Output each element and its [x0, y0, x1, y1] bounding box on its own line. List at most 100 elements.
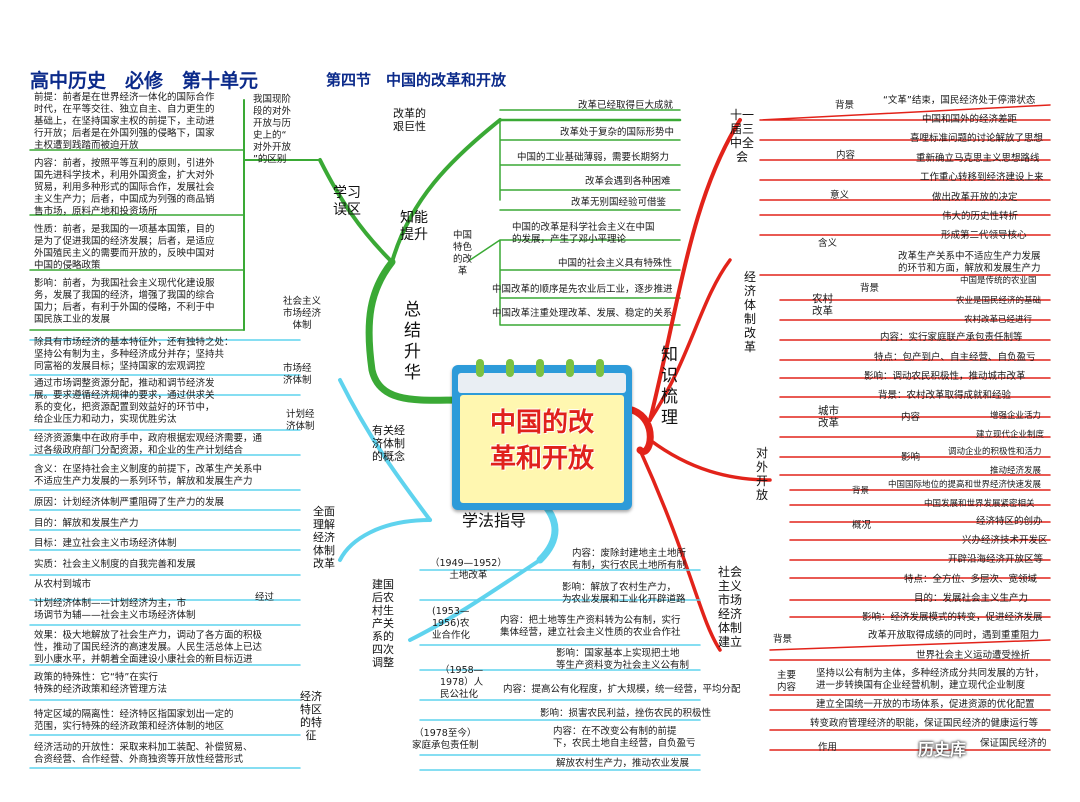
urban-effect-item: 推动经济发展: [990, 466, 1042, 476]
section-title: 第四节 中国的改革和开放: [326, 71, 507, 89]
plenum-background-item: “文革”结束，国民经济处于停滞状态: [883, 95, 1036, 106]
plenum-meaning-item: 做出改革开放的决定: [932, 192, 1018, 203]
stage-2-item: 影响：国家基本上实现把土地 等生产资料变为社会主义公有制: [556, 648, 690, 671]
plenum-background: 背景: [835, 100, 855, 111]
plenum-meaning: 意义: [830, 190, 850, 201]
mistake-question: 我国现阶 段的对外 开放与历 史上的“ 对外开放 ”的区别: [253, 94, 292, 165]
green-trunk: [365, 258, 464, 404]
plenum-content-item: 工作重心转移到经济建设上来: [920, 172, 1044, 183]
stage-1-item: 影响：解放了农村生产力， 为农业发展和工业化开辟道路: [562, 582, 686, 605]
course-title: 高中历史 必修 第十单元: [30, 70, 259, 92]
process-item: 从农村到城市: [34, 579, 92, 590]
build-main-item: 坚持以公有制为主体，多种经济成分共同发展的方针， 进一步转换国有企业经营机制，建…: [816, 668, 1045, 691]
rural-reform-label: 农村 改革: [812, 293, 833, 317]
opening-other-item: 目的：发展社会主义生产力: [914, 593, 1029, 604]
opening-overview-item: 兴办经济技术开发区: [962, 535, 1048, 546]
understanding-label: 全面 理解 经济 体制 改革: [313, 505, 335, 570]
market-economy-text: 除具有市场经济的基本特征外，还有独特之处： 坚持公有制为主，多种经济成分并存；坚…: [34, 337, 234, 372]
process-label: 经过: [255, 592, 275, 603]
build-main-item: 建立全国统一开放的市场体系，促进资源的优化配置: [816, 699, 1035, 710]
urban-content: 内容: [901, 412, 921, 423]
plenum-meaning-item: 形成第二代领导核心: [941, 230, 1027, 241]
features-label: 中国 特色 的改 革: [453, 230, 473, 277]
effect-text: 效果：极大地解放了社会生产力，调动了各方面的积极 性，推动了国民经济的高速发展。…: [34, 630, 263, 665]
rural-background-item: 农村改革已经进行: [964, 315, 1033, 325]
feature-item: 中国的改革是科学社会主义在中国 的发展，产生了邓小平理论: [512, 222, 655, 245]
mistake-item: 性质：前者，是我国的一项基本国策，目的 是为了促进我国的经济发展；后者，是适应 …: [34, 224, 215, 271]
central-title: 中国的改 革和开放: [489, 408, 594, 474]
urban-reform-label: 城市 改革: [818, 405, 839, 429]
stage-4-item: 内容：在不改变公有制的前提 下，农民土地自主经营，自负盈亏: [553, 726, 696, 749]
red-to-reform: [648, 258, 732, 422]
rural-background-item: 中国是传统的农业国: [960, 276, 1037, 286]
market-system-text: 通过市场调整资源分配，推动和调节经济发 展。要求遵循经济规律的要求，通过供求关 …: [34, 378, 215, 425]
plenum-content: 内容: [836, 150, 856, 161]
urban-content-item: 增强企业活力: [990, 411, 1042, 421]
build-main-item: 转变政府管理经济的职能，保证国民经济的健康运行等: [810, 718, 1039, 729]
build-role: 作用: [818, 742, 838, 753]
difficulty-item: 改革无别国经验可借鉴: [571, 197, 667, 208]
stage-3: （1958— 1978）人 民公社化: [440, 665, 484, 700]
stage-4: （1978至今） 家庭承包责任制: [412, 728, 479, 751]
mistake-item: 前提：前者是在世界经济一体化的国际合作 时代，在平等交往、独立自主、自力更生的 …: [34, 92, 215, 151]
red-to-market: [638, 448, 722, 652]
rural-other-item: 内容：实行家庭联产承包责任制等: [880, 332, 1023, 343]
learning-mistakes: 学习 误区: [333, 185, 361, 218]
green-to-mistakes: [318, 158, 394, 264]
zones-label: 经济 特区 的特 征: [300, 690, 322, 742]
stage-1-item: 内容：废除封建地主土地所 有制，实行农民土地所有制: [572, 548, 687, 571]
difficulty-item: 改革已经取得巨大成就: [578, 100, 674, 111]
concepts-label: 有关经 济体制 的概念: [372, 424, 405, 463]
reform-meaning: 含义: [818, 238, 838, 249]
stage-2: (1953— 1956)农 业合作化: [432, 606, 471, 641]
planned-label: 计划经 济体制: [286, 409, 315, 432]
plenum-meaning-item: 伟大的历史性转折: [942, 211, 1019, 222]
red-to-plenum: [648, 118, 742, 422]
zone-item: 经济活动的开放性：采取来料加工装配、补偿贸易、 合资经营、合作经营、外商独资等开…: [34, 742, 253, 765]
understanding-item: 含义：在坚持社会主义制度的前提下，改革生产关系中 不适应生产力发展的一系列环节，…: [34, 464, 263, 487]
zone-item: 政策的特殊性：它“特”在实行 特殊的经济政策和经济管理方法: [34, 672, 168, 695]
ability: 知能 提升: [400, 210, 428, 243]
central-node: 中国的改 革和开放: [452, 359, 632, 510]
feature-item: 中国改革注重处理改革、发展、稳定的关系: [492, 308, 673, 319]
difficulty-item: 中国的工业基础薄弱，需要长期努力: [517, 152, 670, 163]
opening-other-item: 影响：经济发展模式的转变，促进经济发展: [862, 612, 1043, 623]
zone-item: 特定区域的隔离性：经济特区指国家划出一定的 范围，实行特殊的经济政策和经济体制的…: [34, 709, 234, 732]
stage-4-item: 解放农村生产力，推动农业发展: [556, 758, 690, 769]
stage-1: （1949—1952） 土地改革: [430, 558, 507, 581]
opening-overview: 概况: [852, 520, 872, 531]
stage-3-item: 影响：损害农民利益，挫伤农民的积极性: [540, 708, 712, 719]
reform-meaning-text: 改革生产关系中不适应生产力发展 的环节和方面，解放和发展生产力: [898, 251, 1041, 274]
cyan-to-concepts: [338, 378, 432, 522]
opening-background: 背景: [852, 486, 870, 496]
red-trunk: [628, 406, 654, 456]
cyan-to-understanding: [338, 518, 432, 562]
opening-background-item: 中国发展和世界发展紧密相关: [924, 499, 1035, 509]
build-background-item: 改革开放取得成绩的同时，遇到重重阻力: [868, 630, 1040, 641]
opening-overview-item: 经济特区的创办: [976, 516, 1043, 527]
market-build-label: 社会 主义 市场 经济 体制 建立: [718, 565, 743, 649]
build-role-item: 保证国民经济的: [980, 738, 1047, 749]
understanding-item: 目标：建立社会主义市场经济体制: [34, 538, 177, 549]
watermark: 历史库: [918, 740, 967, 759]
branch-knowledge: 知 识 梳 理: [661, 345, 678, 428]
stage-3-item: 内容：提高公有化程度，扩大规模，统一经营，平均分配: [503, 684, 741, 695]
feature-item: 中国的社会主义具有特殊性: [558, 258, 673, 269]
market-economy-label: 社会主义 市场经济 体制: [283, 296, 322, 331]
green-to-ability: [390, 118, 502, 264]
feature-item: 中国改革的顺序是先农业后工业，逐步推进: [492, 284, 673, 295]
mistake-item: 影响：前者，为我国社会主义现代化建设服 务，发展了我国的经济，增强了我国的综合 …: [34, 278, 215, 325]
opening-label: 对 外 开 放: [756, 446, 769, 502]
opening-overview-item: 开辟沿海经济开放区等: [948, 554, 1044, 565]
rural-other-item: 特点：包产到户、自主经营、自负盈亏: [874, 352, 1036, 363]
branch-summary: 总 结 升 华: [404, 300, 421, 383]
understanding-item: 实质：社会主义制度的自我完善和发展: [34, 559, 196, 570]
urban-content-item: 建立现代企业制度: [976, 430, 1045, 440]
market-system-label: 市场经 济体制: [283, 363, 312, 386]
stage-2-item: 内容：把土地等生产资料转为公有制，实行 集体经营，建立社会主义性质的农业合作社: [500, 615, 681, 638]
urban-background: 背景：农村改革取得成就和经验: [878, 390, 1012, 401]
rural-other-item: 影响：调动农民积极性，推动城市改革: [864, 371, 1026, 382]
rural-background: 背景: [860, 283, 880, 294]
